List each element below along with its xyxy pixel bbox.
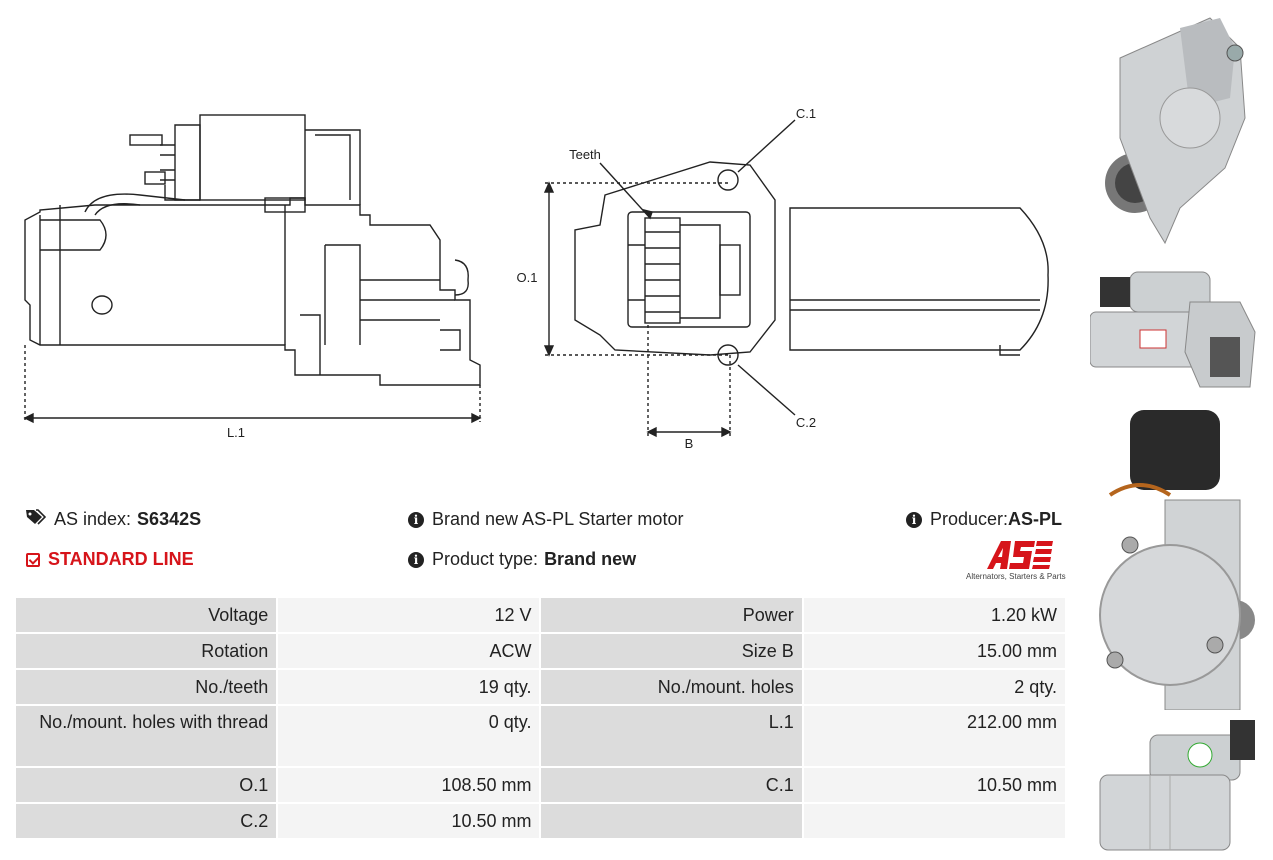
producer-row: i Producer: AS-PL (906, 509, 1062, 530)
spec-value: 10.50 mm (803, 768, 1065, 802)
logo-tagline: Alternators, Starters & Parts (966, 572, 1066, 581)
product-photo-4[interactable] (1090, 715, 1260, 855)
tags-icon (26, 509, 47, 530)
as-pl-logo[interactable] (985, 539, 1055, 571)
as-index-label: AS index: (54, 509, 132, 529)
description-text: Brand new AS-PL Starter motor (432, 509, 684, 529)
product-photo-2[interactable] (1090, 262, 1260, 397)
spec-label: Rotation (16, 634, 277, 668)
dim-c1-label: C.1 (796, 106, 816, 121)
info-icon: i (906, 511, 922, 528)
spec-value: 108.50 mm (278, 768, 540, 802)
spec-value: 19 qty. (278, 670, 540, 704)
spec-label: No./mount. holes (541, 670, 802, 704)
spec-value (803, 804, 1065, 838)
product-type-value: Brand new (544, 549, 637, 569)
teeth-label: Teeth (569, 147, 601, 162)
spec-label: O.1 (16, 768, 277, 802)
as-index-row: AS index: S6342S (26, 509, 201, 530)
spec-label: Voltage (16, 598, 277, 632)
side-view-drawing (23, 114, 482, 424)
spec-value: 12 V (278, 598, 540, 632)
dim-c2-label: C.2 (796, 415, 816, 430)
info-icon: i (408, 511, 424, 528)
spec-label: Power (541, 598, 802, 632)
as-index-value: S6342S (137, 509, 202, 529)
product-photo-3[interactable] (1090, 405, 1260, 710)
dim-o1-label: O.1 (517, 270, 538, 285)
spec-value: ACW (278, 634, 540, 668)
spec-value: 1.20 kW (803, 598, 1065, 632)
spec-label (541, 804, 802, 838)
standard-line-label: STANDARD LINE (48, 549, 194, 569)
spec-label: L.1 (541, 706, 802, 766)
description-row: i Brand new AS-PL Starter motor (408, 509, 683, 530)
technical-drawing: L.1 O.1 B C.1 C.2 Teeth (23, 106, 1049, 451)
spec-label: Size B (541, 634, 802, 668)
checkbox-icon (26, 552, 40, 567)
product-type-label: Product type: (432, 549, 539, 569)
producer-value: AS-PL (1008, 509, 1063, 529)
spec-value: 15.00 mm (803, 634, 1065, 668)
spec-value: 10.50 mm (278, 804, 540, 838)
dim-l1-label: L.1 (227, 425, 245, 440)
spec-label: No./teeth (16, 670, 277, 704)
dim-b-label: B (685, 436, 694, 451)
spec-value: 2 qty. (803, 670, 1065, 704)
product-type-row: i Product type: Brand new (408, 549, 636, 570)
info-icon: i (408, 551, 424, 568)
standard-line-badge: STANDARD LINE (26, 549, 194, 570)
product-photo-1[interactable] (1090, 8, 1260, 258)
spec-label: No./mount. holes with thread (16, 706, 277, 766)
spec-value: 212.00 mm (803, 706, 1065, 766)
front-view-drawing (543, 119, 1049, 438)
producer-label: Producer: (930, 509, 1009, 529)
spec-label: C.1 (541, 768, 802, 802)
spec-value: 0 qty. (278, 706, 540, 766)
spec-label: C.2 (16, 804, 277, 838)
